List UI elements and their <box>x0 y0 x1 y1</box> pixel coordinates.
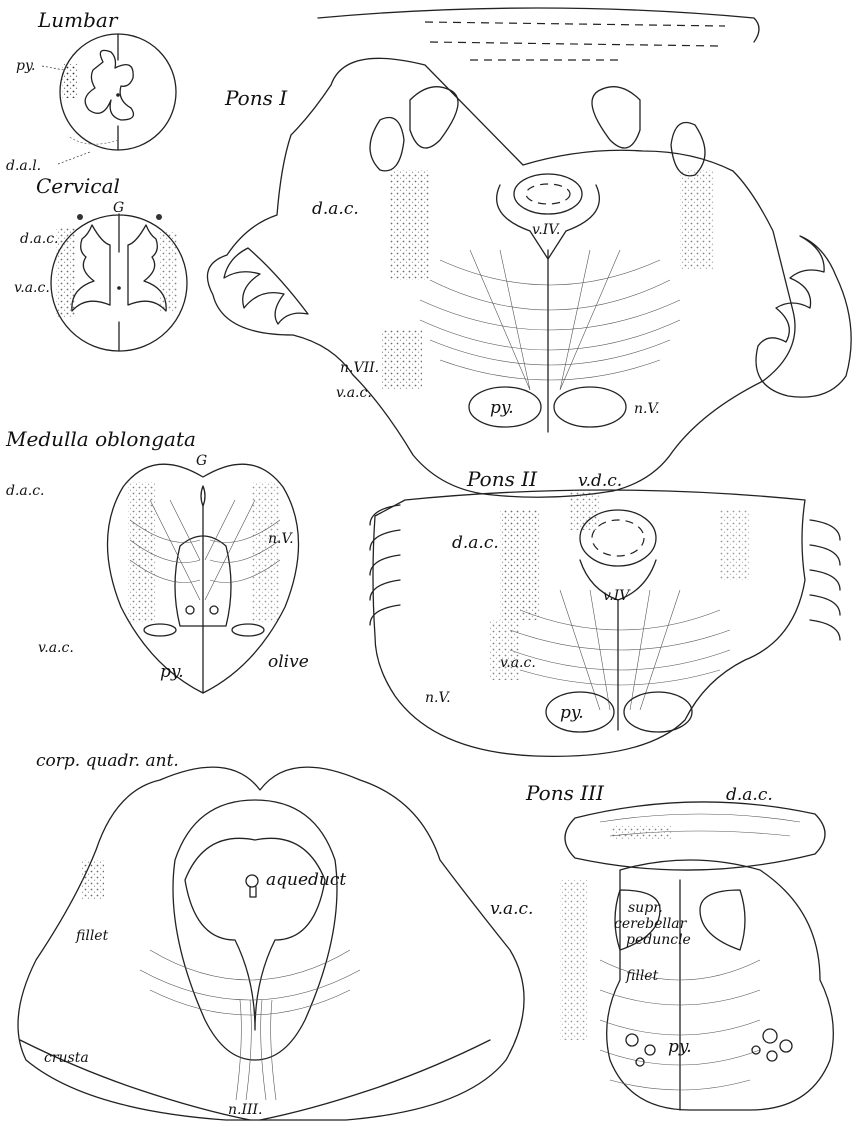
pons2-n5-label: n.V. <box>425 690 451 706</box>
pons3-vac-tract <box>560 880 588 1040</box>
pons3-outline <box>607 860 834 1110</box>
midbrain-n3-label: n.III. <box>228 1102 263 1118</box>
midbrain-dac-tract <box>82 860 104 900</box>
cervical-vac-label: v.a.c. <box>14 280 50 296</box>
lumbar-py-label: py. <box>16 58 35 74</box>
medulla-olive-label: olive <box>268 652 309 672</box>
pons1-dac-tract <box>390 170 430 280</box>
pons3-scp-right <box>700 890 745 950</box>
midbrain-aqueduct <box>246 875 258 887</box>
pons3-scp-label-2: cerebellar <box>614 916 688 932</box>
pons1-left-folia <box>224 248 308 324</box>
pons1-fourth-ventricle <box>514 174 582 214</box>
pons3-scp-label-1: supr. <box>628 900 663 916</box>
pons3-dac-label: d.a.c. <box>726 785 773 805</box>
pons3-dac-tract <box>612 826 672 840</box>
cervical-title: Cervical <box>36 174 120 198</box>
medulla-G-label: G <box>196 453 207 469</box>
cervical-section: Cervical G d.a.c. v.a.c. <box>14 174 187 351</box>
pons1-dac-label: d.a.c. <box>312 199 359 219</box>
pons2-vdc-label: v.d.c. <box>578 471 622 491</box>
midbrain-aqueduct-label: aqueduct <box>266 870 346 890</box>
cervical-G-label: G <box>113 200 124 216</box>
pons3-py-label: py. <box>668 1037 692 1057</box>
pons1-n5-label: n.V. <box>634 401 660 417</box>
cervical-gray-left <box>72 225 110 311</box>
lumbar-gray-matter <box>85 50 133 120</box>
pons2-v4-label: v.IV <box>603 588 631 604</box>
pons1-outline <box>207 58 795 497</box>
pons2-py-label: py. <box>560 703 584 723</box>
medulla-vac-label: v.a.c. <box>38 640 74 656</box>
midbrain-crusta-label: crusta <box>44 1050 89 1066</box>
medulla-dac-label: d.a.c. <box>6 483 45 499</box>
pons1-vac-tract <box>382 330 422 390</box>
lumbar-py-tract <box>62 64 78 98</box>
pons2-dac-tract <box>500 510 540 620</box>
lumbar-title: Lumbar <box>37 8 119 32</box>
midbrain-title: corp. quadr. ant. <box>36 751 179 771</box>
pons1-py-label: py. <box>490 398 514 418</box>
cervical-dac-label: d.a.c. <box>20 231 59 247</box>
pons2-dac-label: d.a.c. <box>452 533 499 553</box>
pons1-py-right <box>554 387 626 427</box>
pons2-vac-tract <box>490 620 520 680</box>
medulla-title: Medulla oblongata <box>5 427 196 451</box>
midbrain-section: corp. quadr. ant. aqueduct fillet crusta… <box>18 751 524 1120</box>
medulla-n5-label: n.V. <box>268 531 294 547</box>
pons1-title: Pons I <box>224 86 288 110</box>
lumbar-section: Lumbar py. d.a.l. <box>6 8 176 174</box>
pons1-right-folia <box>756 236 851 397</box>
pons2-right-folia <box>810 520 840 640</box>
pons-1-section: Pons I d.a.c. v.IV. n.VII. v.a.c. py. n.… <box>207 8 851 497</box>
pons3-scp-label-3: peduncle <box>626 932 691 948</box>
pons1-vac-label: v.a.c. <box>336 385 372 401</box>
pons2-py-right <box>624 692 692 732</box>
lumbar-dal-label: d.a.l. <box>6 158 41 174</box>
cervical-dac-tract <box>56 228 76 318</box>
pons-2-section: Pons II v.d.c. d.a.c. v.IV v.a.c. n.V. p… <box>370 467 840 756</box>
pons2-title: Pons II <box>466 467 538 491</box>
medulla-section: Medulla oblongata G d.a.c. n.V. v.a.c. p… <box>5 427 309 693</box>
midbrain-gray <box>185 838 325 1030</box>
pons-3-section: Pons III d.a.c. v.a.c. supr. cerebellar … <box>490 781 833 1110</box>
pons3-title: Pons III <box>525 781 605 805</box>
medulla-py-label: py. <box>160 662 184 682</box>
pons1-n7-label: n.VII. <box>340 360 379 376</box>
pons3-vac-label: v.a.c. <box>490 899 533 919</box>
midbrain-fillet-label: fillet <box>75 928 109 944</box>
pons3-fillet-label: fillet <box>625 968 659 984</box>
pons1-v4-label: v.IV. <box>532 222 560 238</box>
medulla-dac-tract <box>128 482 156 622</box>
pons2-vac-label: v.a.c. <box>500 655 536 671</box>
medulla-central-canal <box>201 486 205 506</box>
